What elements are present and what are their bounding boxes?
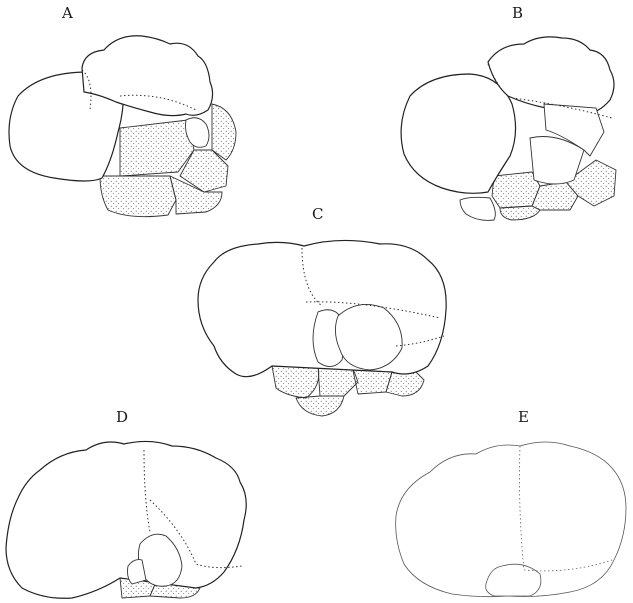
specimen-d-test [6, 441, 246, 598]
specimen-c [198, 240, 446, 416]
panel-label-d: D [116, 408, 129, 426]
specimen-b-lobe-base [460, 197, 495, 220]
panel-label-b: B [512, 4, 524, 22]
specimen-b-chamber-stippled-4 [500, 206, 540, 220]
specimen-a [9, 36, 236, 217]
panel-label-a: A [62, 4, 74, 22]
panel-label-c: C [312, 205, 324, 223]
specimen-a-chamber-stippled-3 [212, 104, 236, 160]
specimen-b-chamber-stippled-1 [492, 172, 540, 208]
specimen-a-chamber-stippled-1 [120, 120, 194, 176]
specimen-b [401, 37, 616, 221]
specimen-d [6, 441, 246, 598]
specimen-e [396, 442, 626, 597]
panel-label-e: E [518, 408, 530, 426]
specimen-c-chamber-stippled-4 [386, 372, 424, 396]
specimen-a-chamber-stippled-4 [100, 176, 176, 217]
specimen-c-chamber-stippled-5 [296, 396, 344, 416]
